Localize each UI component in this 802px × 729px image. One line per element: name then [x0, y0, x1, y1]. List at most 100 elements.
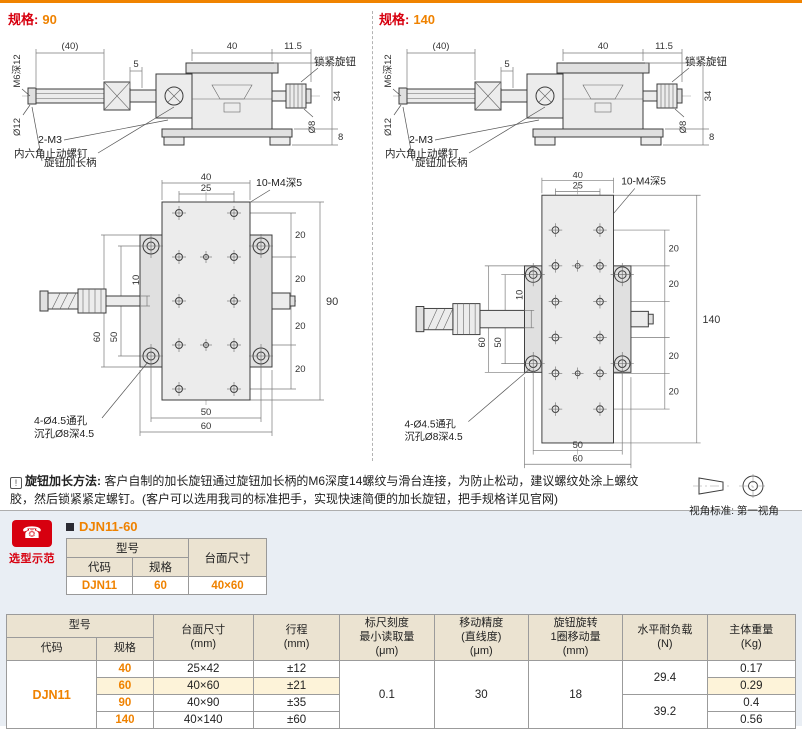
handle-label: 旋钮加长柄 [44, 156, 97, 167]
cell-surface: 40×90 [152, 694, 254, 713]
drawing-spec-140: 规格:140 [373, 3, 802, 469]
view-standard: 视角标准: 第一视角 [674, 472, 794, 517]
cell-load: 29.4 [622, 660, 708, 696]
dim-overall: 140 [703, 314, 721, 326]
dia8-label: Ø8 [307, 121, 318, 134]
dia12-label: Ø12 [383, 118, 394, 136]
setscrew-label: 内六角止动螺钉 [14, 147, 88, 160]
table-row-90: 90 40×90 ±35 39.2 0.4 [7, 694, 797, 729]
dim-gap: 20 [669, 351, 679, 361]
spec-90-heading: 规格:90 [8, 9, 370, 27]
cell-code: DJN11 [66, 576, 133, 595]
selection-title: DJN11-60 [66, 519, 267, 534]
dim-10: 10 [515, 290, 525, 300]
holes-label: 10-M4深5 [256, 177, 302, 189]
selection-badge: ☎ 选型示范 [8, 518, 56, 610]
dim-gap: 20 [669, 279, 679, 289]
col-header-accuracy: 移动精度(直线度)(μm) [433, 613, 529, 662]
view-standard-text: 视角标准: 第一视角 [689, 505, 779, 517]
selection-badge-label: 选型示范 [9, 553, 55, 565]
dim-25: 25 [573, 180, 583, 190]
cell-accuracy: 30 [433, 660, 529, 729]
phone-icon: ☎ [12, 520, 52, 547]
selection-table: 型号 台面尺寸 代码 规格 DJN11 60 40×60 [66, 538, 267, 595]
top-view-drawing-140: 40 25 10-M4深5 20 20 20 20 140 50 60 [404, 170, 721, 469]
table-row-60: 60 40×60 ±21 0.29 [7, 677, 797, 696]
dim-ext-length: (40) [433, 41, 450, 52]
col-header-spec: 规格 [96, 637, 154, 662]
col-header-stroke: 行程(mm) [252, 613, 341, 662]
col-header-spec: 规格 [132, 557, 189, 577]
dia12-label: Ø12 [12, 118, 23, 136]
spec-label: 规格: [379, 12, 410, 27]
dim-body-width: 40 [227, 41, 238, 52]
bottom-section: ☎ 选型示范 DJN11-60 型号 台面尺寸 代码 规格 [0, 511, 802, 729]
dia8-label: Ø8 [678, 121, 689, 134]
top-view-drawing-90: 40 25 10-M4深5 20 20 20 20 90 50 60 [34, 172, 338, 440]
cell-scale: 0.1 [339, 660, 435, 729]
dim-bottom-60: 60 [201, 421, 212, 432]
dim-width: 40 [201, 172, 212, 183]
specifications-table: 型号 台面尺寸(mm) 行程(mm) 标尺刻度最小读取量(μm) 移动精度(直线… [5, 613, 797, 729]
cell-code: DJN11 [5, 660, 98, 729]
note-text: !旋钮加长方法: 客户自制的加长旋钮通过旋钮加长柄的M6深度14螺纹与滑台连接，… [10, 472, 674, 508]
dim-11-5: 11.5 [655, 41, 673, 52]
note-body: 客户自制的加长旋钮通过旋钮加长柄的M6深度14螺纹与滑台连接，为防止松动，建议螺… [10, 474, 639, 506]
thru-hole-label: 4-Ø4.5通孔 [404, 418, 455, 430]
dim-gap: 20 [669, 387, 679, 397]
col-header-code: 代码 [66, 557, 133, 577]
dim-10: 10 [131, 275, 142, 286]
holes-label: 10-M4深5 [621, 176, 666, 188]
col-header-surface: 台面尺寸(mm) [152, 613, 254, 662]
thread-label: M6深12 [12, 54, 23, 87]
dim-gap: 20 [295, 364, 306, 375]
cell-weight: 0.4 [706, 694, 797, 713]
note-icon: ! [10, 477, 22, 489]
dim-body-width: 40 [598, 41, 609, 52]
dim-gap: 20 [295, 321, 306, 332]
spec-value: 140 [413, 12, 436, 27]
note-section: !旋钮加长方法: 客户自制的加长旋钮通过旋钮加长柄的M6深度14螺纹与滑台连接，… [0, 467, 802, 517]
dim-overall: 90 [326, 296, 338, 308]
side-view-drawing-140: (40) 5 40 11.5 锁紧旋钮 M6深12 Ø12 Ø8 34 8 2 [383, 41, 727, 169]
selection-main: DJN11-60 型号 台面尺寸 代码 规格 DJN11 60 40×60 [66, 518, 267, 610]
dim-bottom-50: 50 [573, 440, 583, 450]
cell-weight: 0.56 [706, 711, 797, 729]
cell-spec: 140 [96, 711, 154, 729]
col-header-scale: 标尺刻度最小读取量(μm) [339, 613, 435, 662]
thread-label: M6深12 [383, 54, 394, 87]
side-view-drawing-90: (40) 5 40 11.5 锁紧旋钮 M6深12 Ø12 Ø8 34 8 2 [12, 41, 356, 169]
note-title: 旋钮加长方法: [25, 474, 101, 488]
lock-knob-label: 锁紧旋钮 [685, 55, 727, 68]
cbore-label: 沉孔Ø8深4.5 [34, 427, 94, 440]
cbore-label: 沉孔Ø8深4.5 [404, 430, 462, 443]
selection-example: ☎ 选型示范 DJN11-60 型号 台面尺寸 代码 规格 [6, 516, 796, 610]
drawings-section: 规格: 90 [0, 3, 802, 469]
cell-spec: 60 [96, 677, 154, 696]
dim-34: 34 [332, 91, 343, 102]
col-header-surface: 台面尺寸 [188, 538, 267, 577]
col-header-load: 水平耐负载(N) [622, 613, 708, 662]
top-accent-bar [0, 0, 802, 3]
table-row-40: DJN11 40 25×42 ±12 0.1 30 18 29.4 0.17 [5, 660, 797, 729]
cell-weight: 0.29 [706, 677, 797, 696]
first-angle-symbol [693, 474, 767, 498]
cell-surface: 40×60 [188, 576, 267, 595]
dim-25: 25 [201, 183, 212, 194]
dim-5: 5 [504, 59, 509, 70]
cell-surface: 40×140 [152, 711, 254, 729]
table-row-140: 140 40×140 ±60 0.56 [7, 711, 797, 729]
dim-ext-length: (40) [62, 41, 79, 52]
dim-bottom-60: 60 [573, 453, 583, 463]
col-header-model: 型号 [6, 613, 154, 639]
cell-surface: 40×60 [152, 677, 254, 696]
dim-8: 8 [338, 132, 343, 143]
handle-label: 旋钮加长柄 [415, 156, 468, 167]
column-divider [372, 11, 373, 461]
cell-spec: 60 [132, 576, 189, 595]
m3-label: 2-M3 [38, 134, 62, 146]
dim-bottom-50: 50 [201, 407, 212, 418]
dim-left-50: 50 [109, 332, 120, 343]
